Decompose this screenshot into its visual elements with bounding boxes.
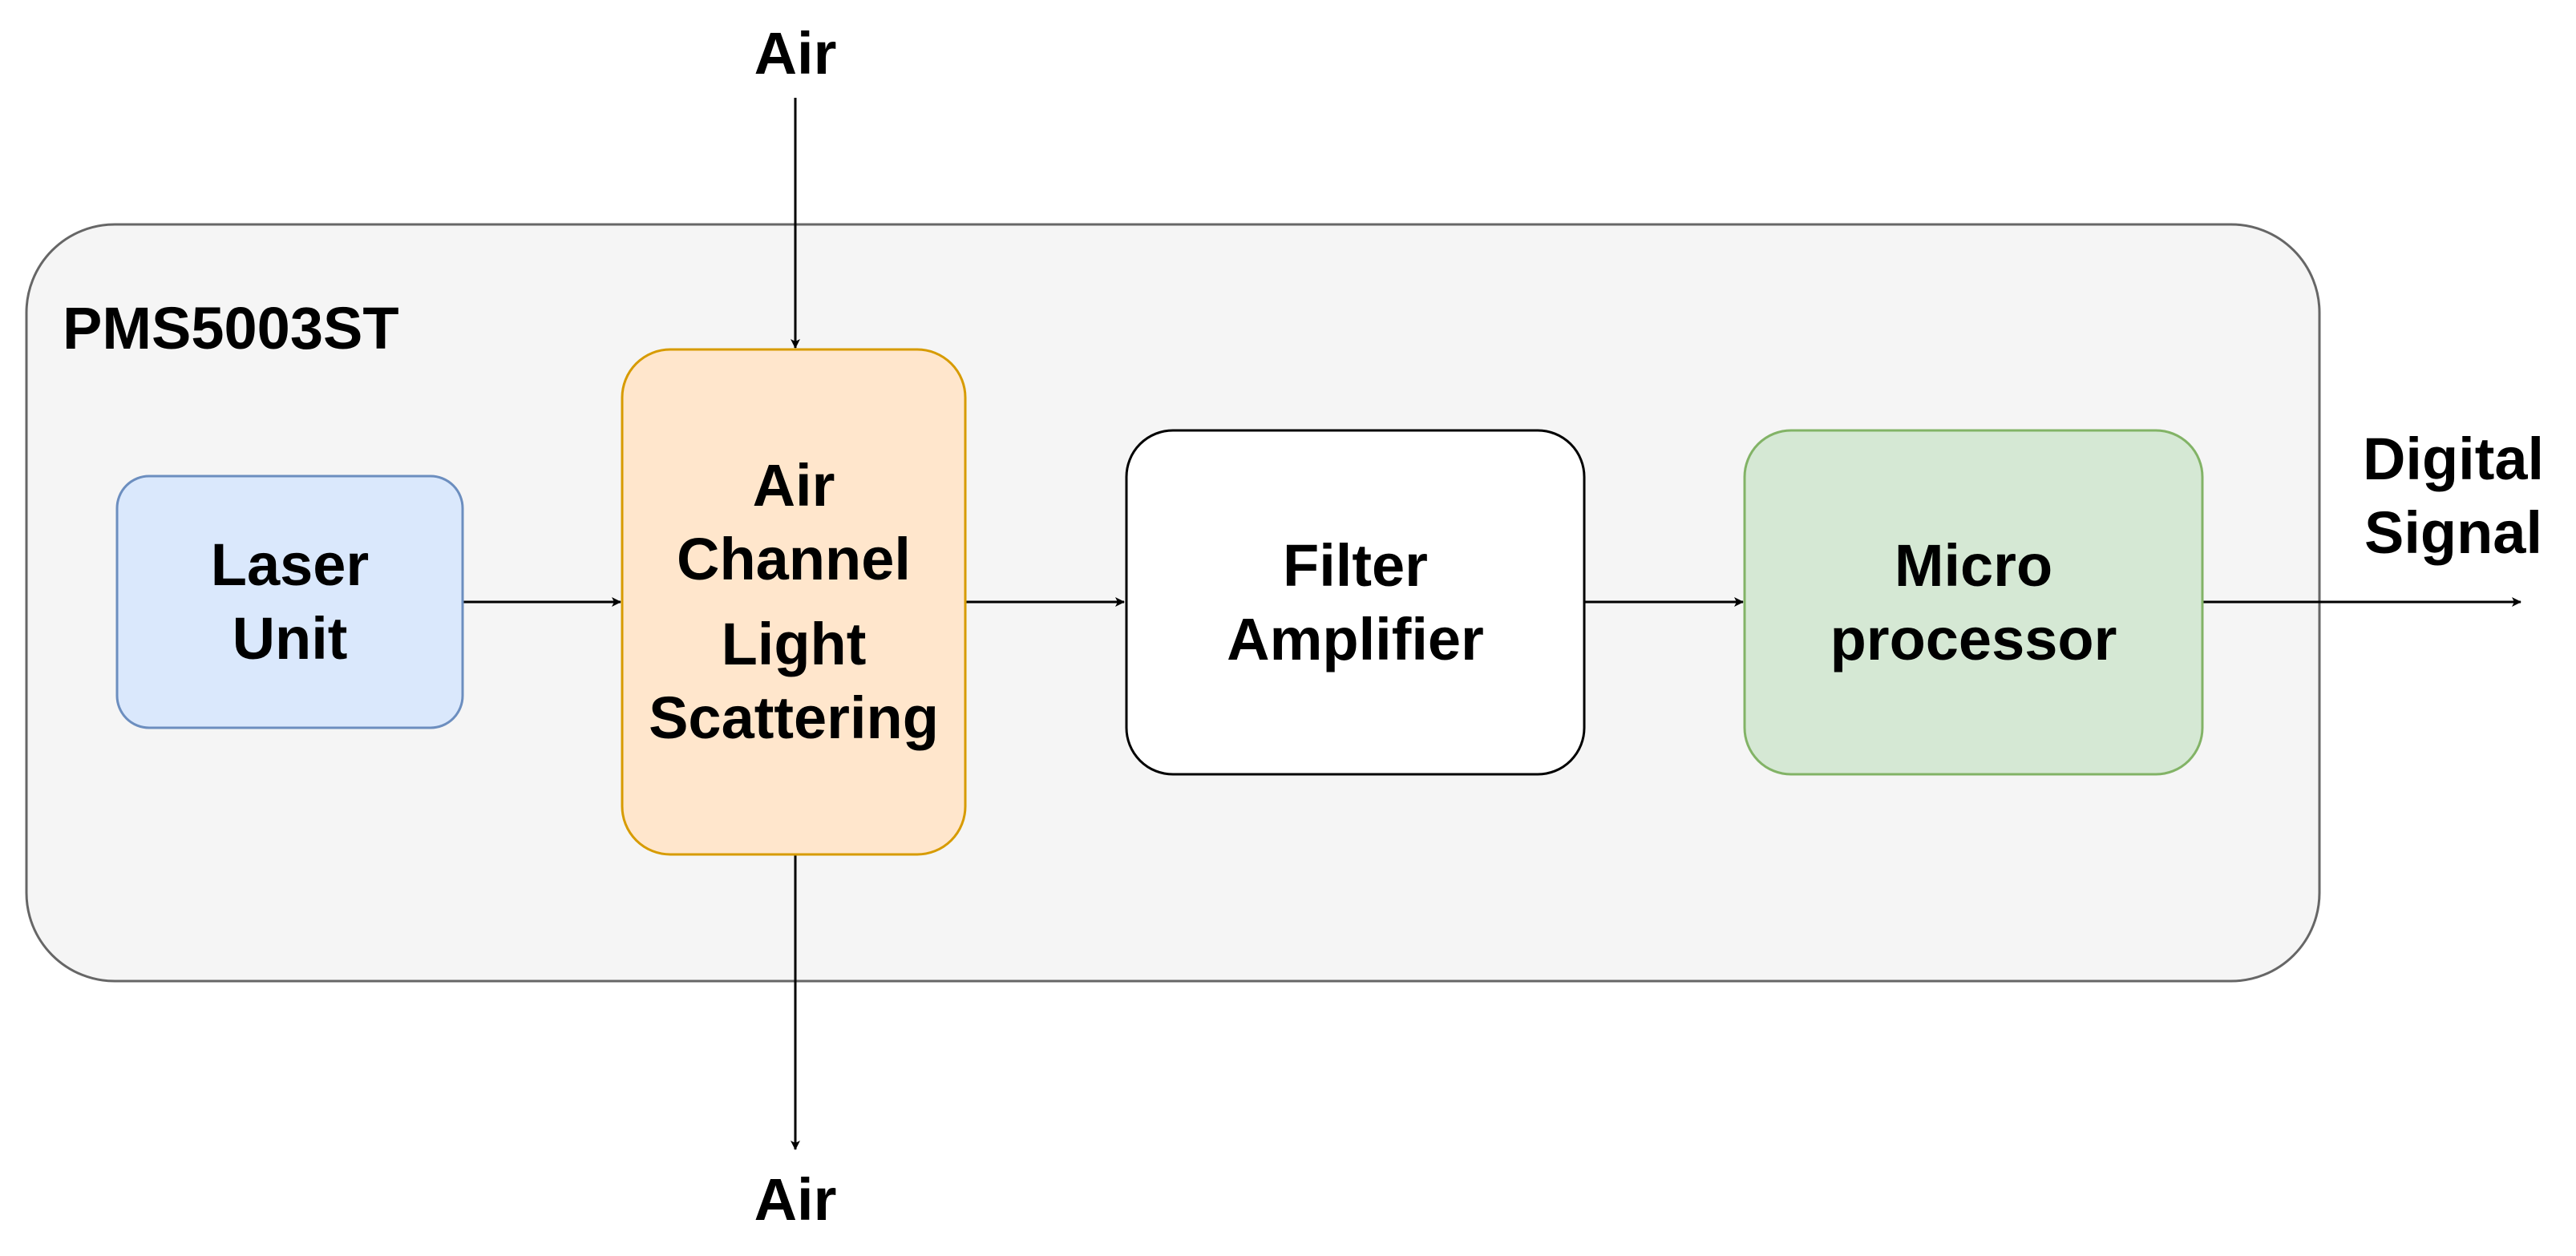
light-scattering-line1: Light: [721, 611, 867, 677]
microprocessor-line1: Micro: [1894, 531, 2053, 599]
digital-signal-label: Digital Signal: [2341, 422, 2566, 570]
laser-unit-box: [115, 475, 464, 729]
laser-unit-text: Laser Unit: [117, 476, 463, 728]
microprocessor-line2: processor: [1830, 605, 2117, 672]
filter-amplifier-text: Filter Amplifier: [1126, 430, 1584, 774]
filter-amplifier-line1: Filter: [1283, 531, 1428, 599]
air-outlet-label: Air: [754, 1166, 837, 1233]
air-channel-box: [621, 348, 967, 856]
light-scattering-line2: Scattering: [649, 685, 939, 751]
filter-amplifier-box: [1125, 429, 1586, 776]
air-channel-text: Air Channel Light Scattering: [622, 349, 965, 854]
microprocessor-text: Micro processor: [1745, 430, 2202, 774]
laser-unit-line1: Laser: [210, 531, 370, 598]
digital-signal-line1: Digital: [2362, 426, 2545, 492]
microprocessor-box: [1743, 429, 2204, 776]
air-channel-line2: Channel: [677, 526, 911, 592]
air-channel-line1: Air: [752, 452, 835, 519]
filter-amplifier-line2: Amplifier: [1227, 605, 1484, 672]
laser-unit-line2: Unit: [232, 605, 348, 672]
module-title: PMS5003ST: [63, 295, 399, 361]
air-inlet-label: Air: [754, 20, 837, 87]
digital-signal-line2: Signal: [2364, 499, 2543, 566]
